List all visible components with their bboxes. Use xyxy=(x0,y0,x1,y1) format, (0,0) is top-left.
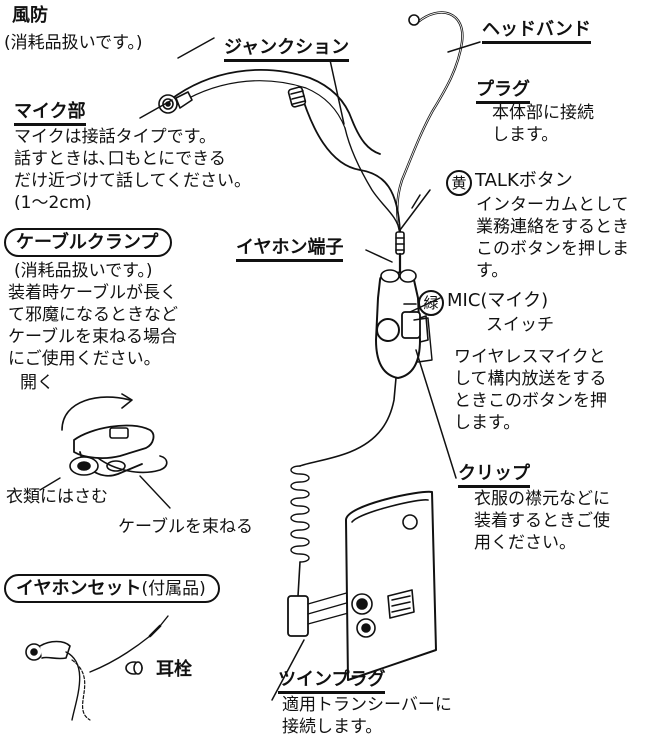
open-label: 開く xyxy=(20,373,54,393)
headband-end xyxy=(408,14,420,26)
cable-clamp-title: ケーブルクランプ xyxy=(4,228,173,257)
transceiver xyxy=(345,490,437,681)
clamp-desc-1: (消耗品扱いです。) xyxy=(14,261,153,281)
lower-cable xyxy=(299,377,397,467)
coil-cord xyxy=(290,465,310,563)
mic-desc-3: だけ近づけて話してください。 xyxy=(14,171,251,191)
mic-boom xyxy=(169,69,381,155)
twin-plug-title: ツインプラグ xyxy=(278,669,386,695)
mic-switch-desc-4: します。 xyxy=(454,413,521,433)
junction-block xyxy=(287,86,307,108)
windscreen-note: (消耗品扱いです。) xyxy=(4,33,143,53)
talk-desc-4: す。 xyxy=(476,261,509,281)
earphone-set xyxy=(25,615,169,721)
clamp-desc-4: ケーブルを束ねる場合 xyxy=(8,327,177,347)
leader-lines xyxy=(139,37,481,701)
mic-desc-2: 話すときは､口もとにできる xyxy=(14,149,226,169)
green-circle-icon: 緑 xyxy=(418,290,444,316)
earphone-set-sub: (付属品) xyxy=(141,579,206,599)
earphone-jack-label: イヤホン端子 xyxy=(236,237,344,263)
windscreen-title: 風防 xyxy=(12,5,48,26)
mic-switch-desc-1: ワイヤレスマイクと xyxy=(454,347,606,367)
headband-label: ヘッドバンド xyxy=(482,19,591,45)
yellow-circle-icon: 黄 xyxy=(446,170,472,196)
cable-clamp xyxy=(61,393,168,477)
mic-switch-desc-3: ときこのボタンを押 xyxy=(454,391,607,411)
belt-clip xyxy=(413,317,433,363)
clamp-desc-3: て邪魔になるときなど xyxy=(8,305,178,325)
talk-desc-3: このボタンを押しま xyxy=(476,239,629,259)
main-unit xyxy=(375,269,429,379)
talk-desc-1: インターカムとして xyxy=(476,195,629,215)
headset-cable xyxy=(344,127,401,233)
talk-desc-2: 業務連絡をするとき xyxy=(476,217,629,237)
plug xyxy=(395,231,405,274)
plug-desc-2: します。 xyxy=(492,125,559,145)
mic-switch-label: MIC(マイク) xyxy=(447,290,549,311)
clamp-clothes-label: 衣類にはさむ xyxy=(6,487,108,507)
talk-button-label: TALKボタン xyxy=(475,170,573,191)
earplug-label: 耳栓 xyxy=(156,659,192,680)
clamp-bundle-label: ケーブルを束ねる xyxy=(118,517,253,537)
clamp-desc-2: 装着時ケーブルが長く xyxy=(8,283,177,303)
twin-plug-desc-2: 接続します。 xyxy=(282,717,383,737)
mic-switch-desc-2: して構内放送をする xyxy=(454,369,607,389)
junction-label: ジャンクション xyxy=(224,37,350,63)
mic-desc-4: (1～2cm) xyxy=(14,193,92,213)
earphone-set-label: イヤホンセット xyxy=(16,578,142,599)
clip-desc-1: 衣服の襟元などに xyxy=(474,489,610,509)
twin-plug-desc-1: 適用トランシーバーに xyxy=(282,695,452,715)
clip-desc-3: 用ください。 xyxy=(474,533,576,553)
earphone-set-title: イヤホンセット(付属品) xyxy=(4,574,220,603)
clip-desc-2: 装着するときご使 xyxy=(474,511,610,531)
mic-switch-sub: スイッチ xyxy=(486,315,554,335)
clamp-desc-5: にご使用ください。 xyxy=(8,349,161,369)
mic-title: マイク部 xyxy=(14,101,86,127)
mic-desc-1: マイクは接話タイプです。 xyxy=(14,127,216,147)
plug-title: プラグ xyxy=(476,79,530,105)
twin-plug xyxy=(287,591,353,637)
plug-desc-1: 本体部に接続 xyxy=(492,103,594,123)
headband-arc xyxy=(299,89,401,233)
clip-title: クリップ xyxy=(458,463,530,489)
headband-wire xyxy=(396,11,464,234)
